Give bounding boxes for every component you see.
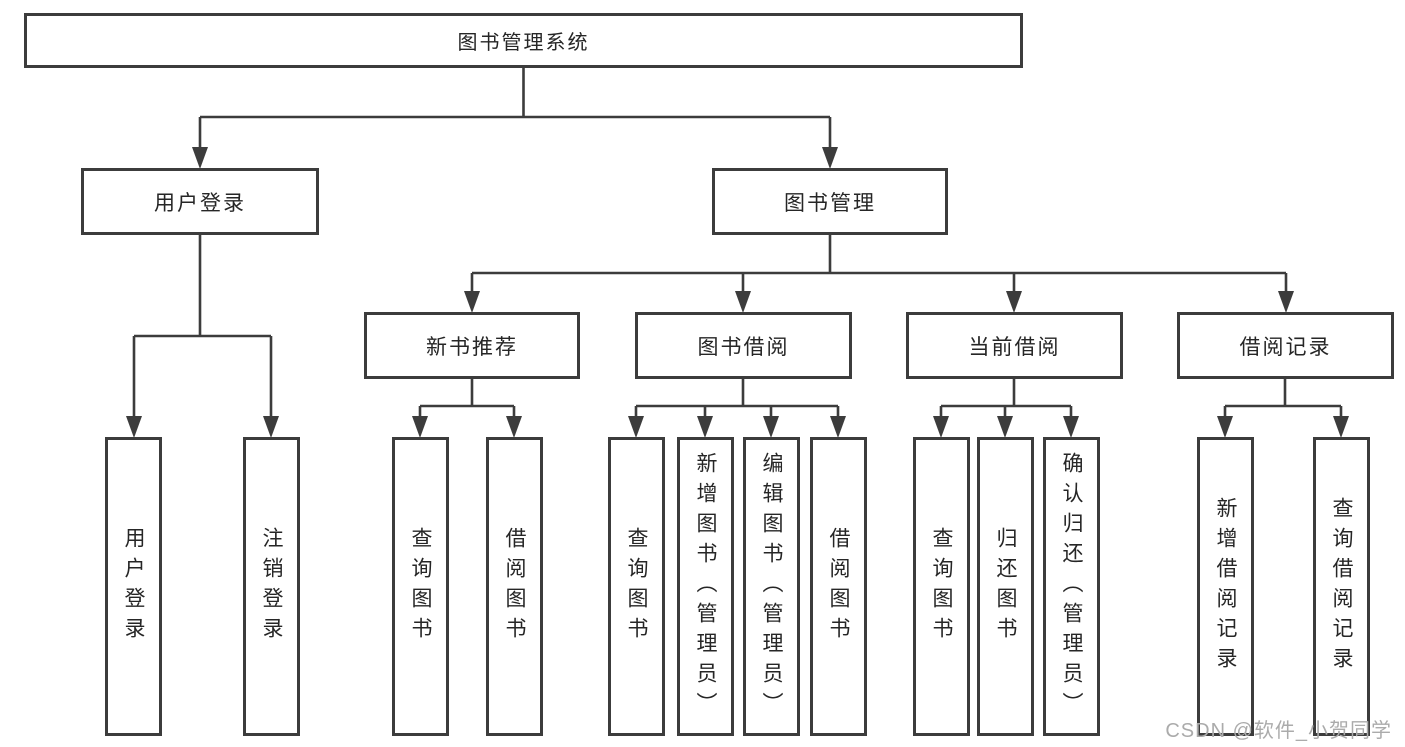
leaf-edit-books-admin-label: 编辑图书（管理员） — [760, 451, 783, 722]
leaf-borrow-books-recommend-label: 借阅图书 — [503, 526, 526, 647]
leaf-add-books-admin-label: 新增图书（管理员） — [694, 451, 717, 722]
leaf-query-borrow-record: 查询借阅记录 — [1313, 437, 1370, 736]
leaf-confirm-return-admin: 确认归还（管理员） — [1043, 437, 1100, 736]
leaf-return-books: 归还图书 — [977, 437, 1034, 736]
node-root: 图书管理系统 — [24, 13, 1023, 68]
node-new-book-recommendation: 新书推荐 — [364, 312, 580, 379]
node-book-management: 图书管理 — [712, 168, 948, 235]
node-user-login-label: 用户登录 — [154, 191, 246, 215]
leaf-user-login-label: 用户登录 — [122, 526, 145, 647]
leaf-add-borrow-record: 新增借阅记录 — [1197, 437, 1254, 736]
leaf-logout-label: 注销登录 — [260, 526, 283, 647]
node-book-borrowing-label: 图书借阅 — [697, 335, 790, 359]
node-new-book-recommendation-label: 新书推荐 — [426, 335, 518, 359]
node-book-management-label: 图书管理 — [784, 191, 876, 215]
node-current-borrowing: 当前借阅 — [906, 312, 1123, 379]
leaf-query-books-borrowing: 查询图书 — [608, 437, 665, 736]
node-borrowing-records: 借阅记录 — [1177, 312, 1394, 379]
leaf-borrow-books-recommend: 借阅图书 — [486, 437, 543, 736]
leaf-query-books-recommend-label: 查询图书 — [409, 526, 432, 647]
node-current-borrowing-label: 当前借阅 — [968, 335, 1061, 359]
leaf-borrow-books-borrowing-label: 借阅图书 — [827, 526, 850, 647]
leaf-edit-books-admin: 编辑图书（管理员） — [743, 437, 800, 736]
node-user-login: 用户登录 — [81, 168, 319, 235]
node-book-borrowing: 图书借阅 — [635, 312, 852, 379]
leaf-query-books-current: 查询图书 — [913, 437, 970, 736]
leaf-query-books-recommend: 查询图书 — [392, 437, 449, 736]
csdn-watermark: CSDN @软件_小贺同学 — [1165, 720, 1392, 742]
leaf-borrow-books-borrowing: 借阅图书 — [810, 437, 867, 736]
leaf-logout: 注销登录 — [243, 437, 300, 736]
leaf-query-books-current-label: 查询图书 — [930, 526, 953, 647]
leaf-query-books-borrowing-label: 查询图书 — [625, 526, 648, 647]
leaf-query-borrow-record-label: 查询借阅记录 — [1330, 496, 1353, 677]
arrowheads — [126, 147, 1349, 438]
node-root-label: 图书管理系统 — [457, 32, 590, 54]
leaf-add-books-admin: 新增图书（管理员） — [677, 437, 734, 736]
leaf-confirm-return-admin-label: 确认归还（管理员） — [1060, 451, 1083, 722]
node-borrowing-records-label: 借阅记录 — [1239, 335, 1332, 359]
leaf-user-login: 用户登录 — [105, 437, 162, 736]
leaf-add-borrow-record-label: 新增借阅记录 — [1214, 496, 1237, 677]
leaf-return-books-label: 归还图书 — [994, 526, 1017, 647]
